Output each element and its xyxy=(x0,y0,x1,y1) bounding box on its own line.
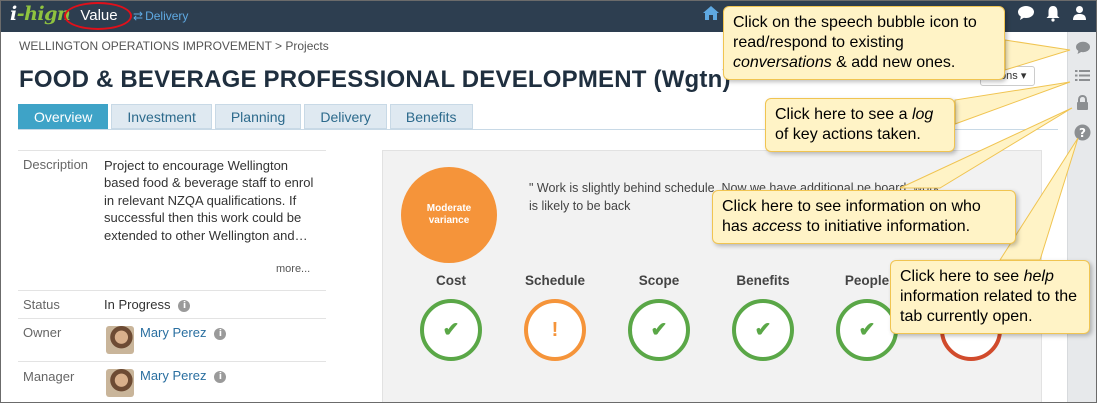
callout-log: Click here to see a log of key actions t… xyxy=(765,98,955,152)
metric-benefits-status-icon[interactable]: ✔ xyxy=(732,299,794,361)
manager-info-icon[interactable]: i xyxy=(214,370,227,383)
home-icon[interactable] xyxy=(702,5,720,26)
callout-access-text: Click here to see information on who has xyxy=(722,198,981,235)
metric-label-cost: Cost xyxy=(436,273,466,288)
callout-help: Click here to see help information relat… xyxy=(890,260,1090,334)
callout-log-text-end: of key actions taken. xyxy=(775,126,921,143)
switch-label: Delivery xyxy=(145,9,189,23)
owner-row: Owner Mary Perez i xyxy=(18,318,326,361)
tab-investment[interactable]: Investment xyxy=(111,104,212,129)
leader-log xyxy=(954,81,1071,125)
owner-name[interactable]: Mary Perez i xyxy=(140,325,227,340)
manager-label: Manager xyxy=(23,369,75,384)
manager-row: Manager Mary Perez i xyxy=(18,361,326,406)
ihign-logo[interactable]: i-hign xyxy=(10,3,71,25)
manager-name[interactable]: Mary Perez i xyxy=(140,368,227,383)
owner-label: Owner xyxy=(23,325,62,340)
logo-text: -hign xyxy=(16,3,71,25)
tab-overview[interactable]: Overview xyxy=(18,104,109,129)
metric-schedule-status-icon[interactable]: ! xyxy=(524,299,586,361)
tab-divider xyxy=(18,129,1058,130)
list-icon[interactable] xyxy=(1073,68,1092,87)
callout-log-text: Click here to see a xyxy=(775,106,912,123)
callout-help-emphasis: help xyxy=(1023,268,1054,285)
right-toolbar: ? xyxy=(1067,32,1096,402)
breadcrumb[interactable]: WELLINGTON OPERATIONS IMPROVEMENT > Proj… xyxy=(19,39,329,53)
callout-conversations: Click on the speech bubble icon to read/… xyxy=(723,6,1005,80)
tab-bar: Overview Investment Planning Delivery Be… xyxy=(18,104,473,129)
bell-icon[interactable] xyxy=(1045,5,1061,27)
callout-help-text: Click here to see xyxy=(900,268,1024,285)
metric-label-schedule: Schedule xyxy=(524,273,586,288)
tab-planning[interactable]: Planning xyxy=(214,104,302,129)
metric-label-benefits: Benefits xyxy=(736,273,790,288)
metric-people-status-icon[interactable]: ✔ xyxy=(836,299,898,361)
variance-badge: Moderate variance xyxy=(401,167,497,263)
manager-name-text: Mary Perez xyxy=(140,368,207,383)
page-title: FOOD & BEVERAGE PROFESSIONAL DEVELOPMENT… xyxy=(19,66,731,93)
description-label: Description xyxy=(23,157,89,172)
description-row: Description Project to encourage Welling… xyxy=(18,150,326,290)
manager-avatar[interactable] xyxy=(106,369,134,397)
switch-to-delivery-link[interactable]: ⇄Delivery xyxy=(133,9,188,23)
callout-access-emphasis: access xyxy=(752,218,803,235)
callout-access: Click here to see information on who has… xyxy=(712,190,1016,244)
callout-access-text-end: to initiative information. xyxy=(802,218,971,235)
status-text: In Progress xyxy=(104,297,171,312)
status-value: In Progress i xyxy=(104,297,191,312)
status-info-icon[interactable]: i xyxy=(178,299,191,312)
callout-conversations-text-end: & add new ones. xyxy=(831,54,956,71)
metric-cost-status-icon[interactable]: ✔ xyxy=(420,299,482,361)
swap-arrows-icon: ⇄ xyxy=(133,9,144,23)
metric-scope-status-icon[interactable]: ✔ xyxy=(628,299,690,361)
speech-bubble-icon[interactable] xyxy=(1073,41,1092,60)
callout-conversations-emphasis: conversations xyxy=(733,54,832,71)
metric-label-people: People xyxy=(844,273,890,288)
description-text: Project to encourage Wellington based fo… xyxy=(104,158,314,243)
more-link[interactable]: more... xyxy=(276,263,311,275)
caret-down-icon: ▾ xyxy=(1020,70,1027,82)
tab-benefits[interactable]: Benefits xyxy=(389,104,473,129)
mode-highlight-ring xyxy=(64,2,132,30)
metric-label-scope: Scope xyxy=(638,273,680,288)
owner-avatar[interactable] xyxy=(106,326,134,354)
nav-speech-bubble-icon[interactable] xyxy=(1017,5,1035,26)
owner-name-text: Mary Perez xyxy=(140,325,207,340)
logo-i: i xyxy=(10,3,17,25)
callout-help-text-end: information related to the tab currently… xyxy=(900,288,1077,325)
callout-conversations-text: Click on the speech bubble icon to read/… xyxy=(733,14,977,51)
status-label: Status xyxy=(23,297,60,312)
callout-log-emphasis: log xyxy=(911,106,934,123)
user-icon[interactable] xyxy=(1072,5,1087,26)
status-row: Status In Progress i xyxy=(18,290,326,318)
help-icon[interactable]: ? xyxy=(1073,124,1092,143)
svg-text:?: ? xyxy=(1079,126,1086,140)
owner-info-icon[interactable]: i xyxy=(214,327,227,340)
details-table: Description Project to encourage Welling… xyxy=(18,150,326,406)
lock-icon[interactable] xyxy=(1073,94,1092,114)
tab-delivery[interactable]: Delivery xyxy=(304,104,387,129)
